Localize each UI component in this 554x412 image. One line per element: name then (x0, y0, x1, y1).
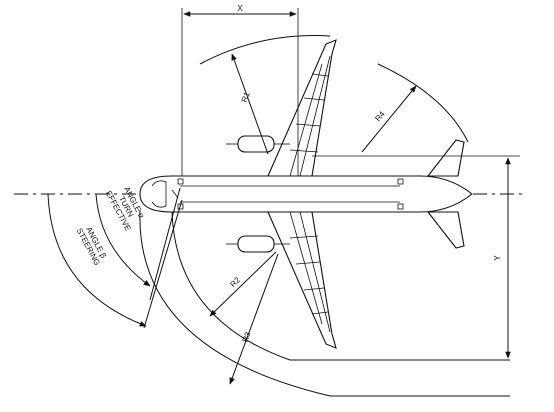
lower-wing-fence-3 (303, 287, 325, 291)
lower-wing-fence-2 (295, 261, 321, 265)
x-label: X (237, 4, 243, 13)
lower-wing (267, 211, 337, 349)
effective-turn-angle-reference-line (149, 187, 181, 301)
r1-label: R1 (240, 90, 252, 103)
lower-horizontal-stabilizer (426, 211, 465, 249)
effective-turn-angle-arc (95, 193, 151, 287)
fuselage (139, 175, 473, 213)
lower-wing-fence-1 (289, 235, 319, 239)
r4-dimension-line (361, 85, 417, 153)
r3-nose-arc (139, 209, 510, 397)
upper-wing-fence-3 (303, 97, 325, 101)
r4-label: R4 (373, 109, 387, 123)
upper-horizontal-stabilizer (426, 139, 465, 177)
steering-angle-arc (47, 193, 147, 327)
r2-dimension-line (209, 251, 277, 317)
r3-dimension-line (229, 253, 279, 385)
aft-door-upper (397, 178, 404, 185)
nose-gear-marker (171, 189, 179, 199)
steering-angle-reference-line (143, 199, 183, 329)
r1-dimension-line (231, 53, 269, 155)
aft-door-lower (397, 203, 404, 210)
r3-label: R3 (241, 330, 253, 343)
r1-wingtip-arc (199, 35, 331, 65)
forward-door-upper (177, 178, 184, 185)
upper-wing-fence-1 (289, 149, 319, 153)
y-label: Y (493, 255, 502, 261)
upper-wing-fence-4 (311, 73, 329, 77)
lower-wing-fence-4 (311, 311, 329, 315)
r4-tail-arc (377, 63, 469, 143)
steering-angle-label: STEERING ANGLE β (75, 225, 109, 266)
upper-engine (226, 135, 290, 153)
cockpit-window (151, 180, 167, 208)
upper-wing-fence-2 (295, 123, 321, 127)
r2-nose-gear-arc (171, 211, 510, 361)
lower-engine (226, 235, 290, 253)
